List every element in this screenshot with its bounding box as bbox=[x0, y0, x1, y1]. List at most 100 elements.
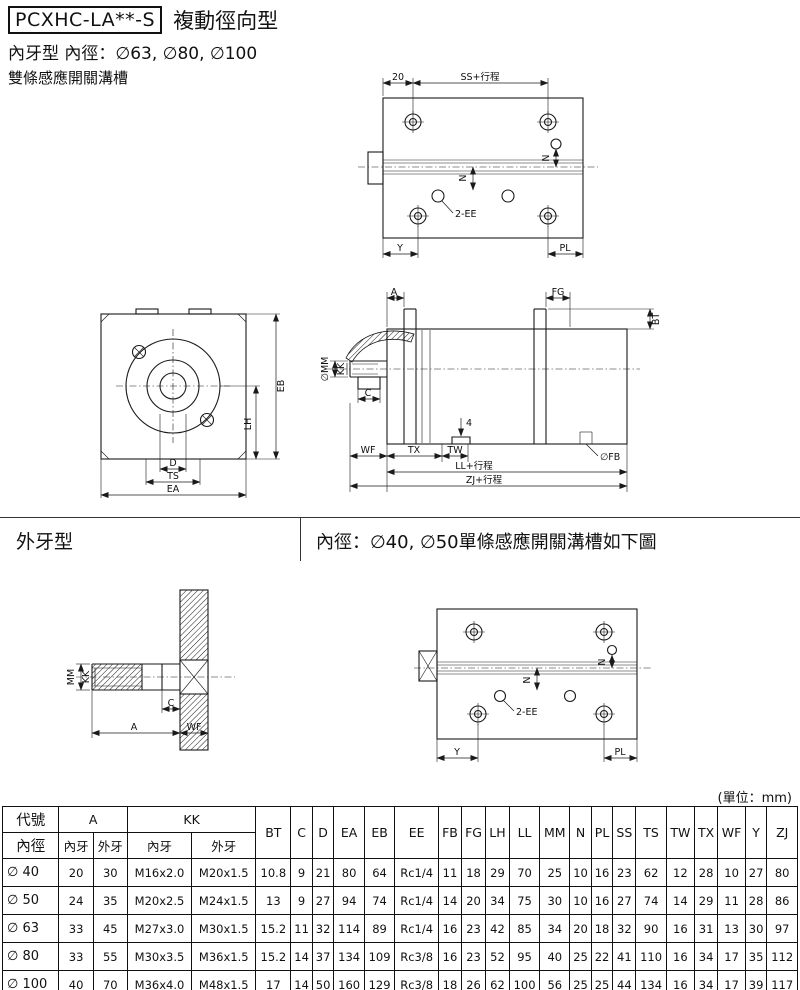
value-cell: 25 bbox=[569, 970, 592, 990]
col-group-a: A bbox=[58, 806, 128, 833]
dim-a-label: A bbox=[391, 287, 398, 298]
value-cell: 80 bbox=[766, 858, 798, 887]
value-cell: 34 bbox=[485, 886, 510, 915]
dim-y-label: Y bbox=[396, 243, 403, 254]
col-ee: EE bbox=[394, 806, 439, 859]
value-cell: 32 bbox=[311, 914, 335, 943]
dim-4-label: 4 bbox=[466, 418, 472, 429]
value-cell: 34 bbox=[693, 942, 719, 971]
col-tx: TX bbox=[693, 806, 719, 859]
dim-d-label: D bbox=[169, 458, 176, 469]
dim-n1-label: N bbox=[541, 154, 552, 161]
value-cell: 25 bbox=[569, 942, 592, 971]
dim-lh-label: LH bbox=[243, 418, 254, 430]
drawing-external-thread: MM KK C A WF bbox=[66, 582, 245, 767]
drawing-top-view-single-groove: 2-EE N N Y PL bbox=[412, 594, 677, 784]
value-cell: M36x1.5 bbox=[191, 942, 257, 971]
value-cell: 29 bbox=[693, 886, 719, 915]
value-cell: M30x1.5 bbox=[191, 914, 257, 943]
value-cell: 70 bbox=[508, 858, 541, 887]
col-code: 代號 bbox=[1, 806, 60, 833]
value-cell: 114 bbox=[333, 914, 365, 943]
value-cell: 62 bbox=[485, 970, 510, 990]
col-c: C bbox=[290, 806, 313, 859]
value-cell: 11 bbox=[717, 886, 746, 915]
value-cell: 100 bbox=[508, 970, 541, 990]
dim-pl-label: PL bbox=[559, 243, 571, 254]
value-cell: 85 bbox=[508, 914, 541, 943]
value-cell: 40 bbox=[58, 970, 94, 990]
value-cell: 16 bbox=[590, 858, 614, 887]
top-view-svg: 2-EE N N 20 SS+行程 bbox=[358, 71, 598, 258]
value-cell: Rc1/4 bbox=[394, 886, 439, 915]
value-cell: 55 bbox=[92, 942, 128, 971]
col-n: N bbox=[569, 806, 592, 859]
dim-a-label: A bbox=[131, 722, 138, 733]
value-cell: 26 bbox=[460, 970, 487, 990]
value-cell: 17 bbox=[255, 970, 292, 990]
value-cell: 80 bbox=[333, 858, 365, 887]
col-wf: WF bbox=[717, 806, 746, 859]
value-cell: 17 bbox=[717, 942, 746, 971]
bore-subtitle: 內牙型 內徑：∅63, ∅80, ∅100 bbox=[8, 44, 258, 64]
value-cell: 41 bbox=[612, 942, 637, 971]
value-cell: 16 bbox=[438, 942, 462, 971]
value-cell: 56 bbox=[539, 970, 571, 990]
value-cell: 10.8 bbox=[255, 858, 292, 887]
value-cell: 27 bbox=[612, 886, 637, 915]
value-cell: 10 bbox=[569, 886, 592, 915]
unit-note: (單位：mm) bbox=[717, 791, 792, 806]
dim-20-label: 20 bbox=[392, 72, 404, 83]
value-cell: 32 bbox=[612, 914, 637, 943]
dim-pl-label: PL bbox=[614, 747, 626, 758]
value-cell: 20 bbox=[460, 886, 487, 915]
col-ll: LL bbox=[508, 806, 541, 859]
col-a-inner: 內牙 bbox=[58, 832, 94, 859]
value-cell: 23 bbox=[460, 942, 487, 971]
dim-fb-label: ∅FB bbox=[600, 452, 620, 463]
col-bore: 內徑 bbox=[1, 832, 60, 859]
value-cell: 50 bbox=[311, 970, 335, 990]
value-cell: 39 bbox=[744, 970, 768, 990]
value-cell: M27x3.0 bbox=[126, 914, 193, 943]
value-cell: 18 bbox=[460, 858, 487, 887]
value-cell: Rc3/8 bbox=[394, 970, 439, 990]
value-cell: 20 bbox=[569, 914, 592, 943]
value-cell: 134 bbox=[635, 970, 667, 990]
value-cell: 14 bbox=[290, 970, 313, 990]
value-cell: 16 bbox=[665, 942, 695, 971]
external-thread-svg: MM KK C A WF bbox=[66, 589, 235, 751]
value-cell: 134 bbox=[333, 942, 365, 971]
col-fg: FG bbox=[460, 806, 487, 859]
value-cell: 62 bbox=[635, 858, 667, 887]
value-cell: 20 bbox=[58, 858, 94, 887]
section2-right-title: 內徑：∅40, ∅50單條感應開關溝槽如下圖 bbox=[316, 532, 657, 553]
bore-cell: ∅ 50 bbox=[1, 886, 60, 915]
dim-kk-label: KK bbox=[336, 362, 347, 375]
value-cell: 74 bbox=[635, 886, 667, 915]
bore-cell: ∅ 63 bbox=[1, 914, 60, 943]
value-cell: 37 bbox=[311, 942, 335, 971]
value-cell: 40 bbox=[539, 942, 571, 971]
value-cell: 13 bbox=[255, 886, 292, 915]
dim-ss-label: SS+行程 bbox=[460, 71, 500, 83]
col-group-kk: KK bbox=[126, 806, 257, 833]
value-cell: 86 bbox=[766, 886, 798, 915]
value-cell: 35 bbox=[744, 942, 768, 971]
value-cell: 9 bbox=[290, 858, 313, 887]
col-bt: BT bbox=[255, 806, 292, 859]
value-cell: M36x4.0 bbox=[126, 970, 193, 990]
dim-ll-label: LL+行程 bbox=[455, 460, 493, 472]
value-cell: 74 bbox=[363, 886, 396, 915]
dim-eb-label: EB bbox=[276, 380, 287, 393]
col-y: Y bbox=[744, 806, 768, 859]
value-cell: 129 bbox=[363, 970, 396, 990]
value-cell: 70 bbox=[92, 970, 128, 990]
value-cell: 16 bbox=[590, 886, 614, 915]
col-lh: LH bbox=[485, 806, 510, 859]
value-cell: 52 bbox=[485, 942, 510, 971]
value-cell: 110 bbox=[635, 942, 667, 971]
